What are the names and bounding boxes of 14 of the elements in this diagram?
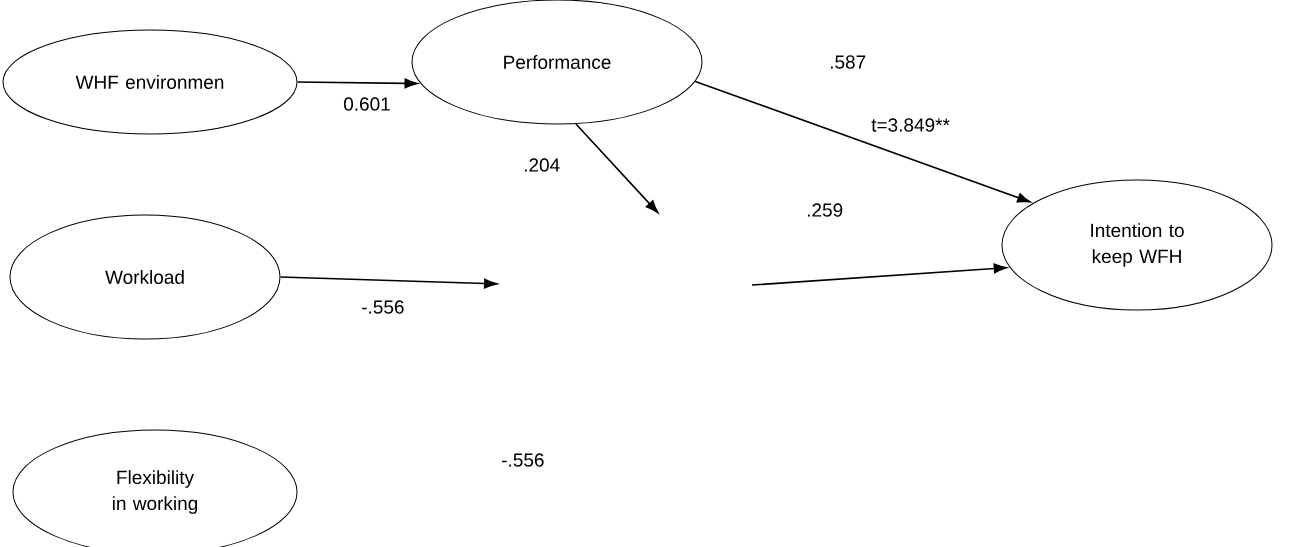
arrow	[279, 276, 498, 289]
coefficient-label: .204	[524, 158, 560, 172]
arrow	[575, 123, 659, 214]
ellipse-node: Intention to keep WFH	[1001, 179, 1273, 311]
coefficient-label: -.556	[502, 453, 544, 467]
ellipse-node: Workload	[9, 214, 281, 340]
arrow	[694, 80, 1031, 203]
ellipse-node: WHF environmen	[2, 29, 298, 135]
arrow	[296, 78, 418, 89]
coefficient-label: -.556	[362, 300, 404, 314]
coefficient-label: t=3.849**	[871, 118, 950, 132]
coefficient-label: .587	[830, 55, 866, 69]
coefficient-label: .259	[807, 203, 843, 217]
edge-label: 0.601	[343, 97, 390, 111]
